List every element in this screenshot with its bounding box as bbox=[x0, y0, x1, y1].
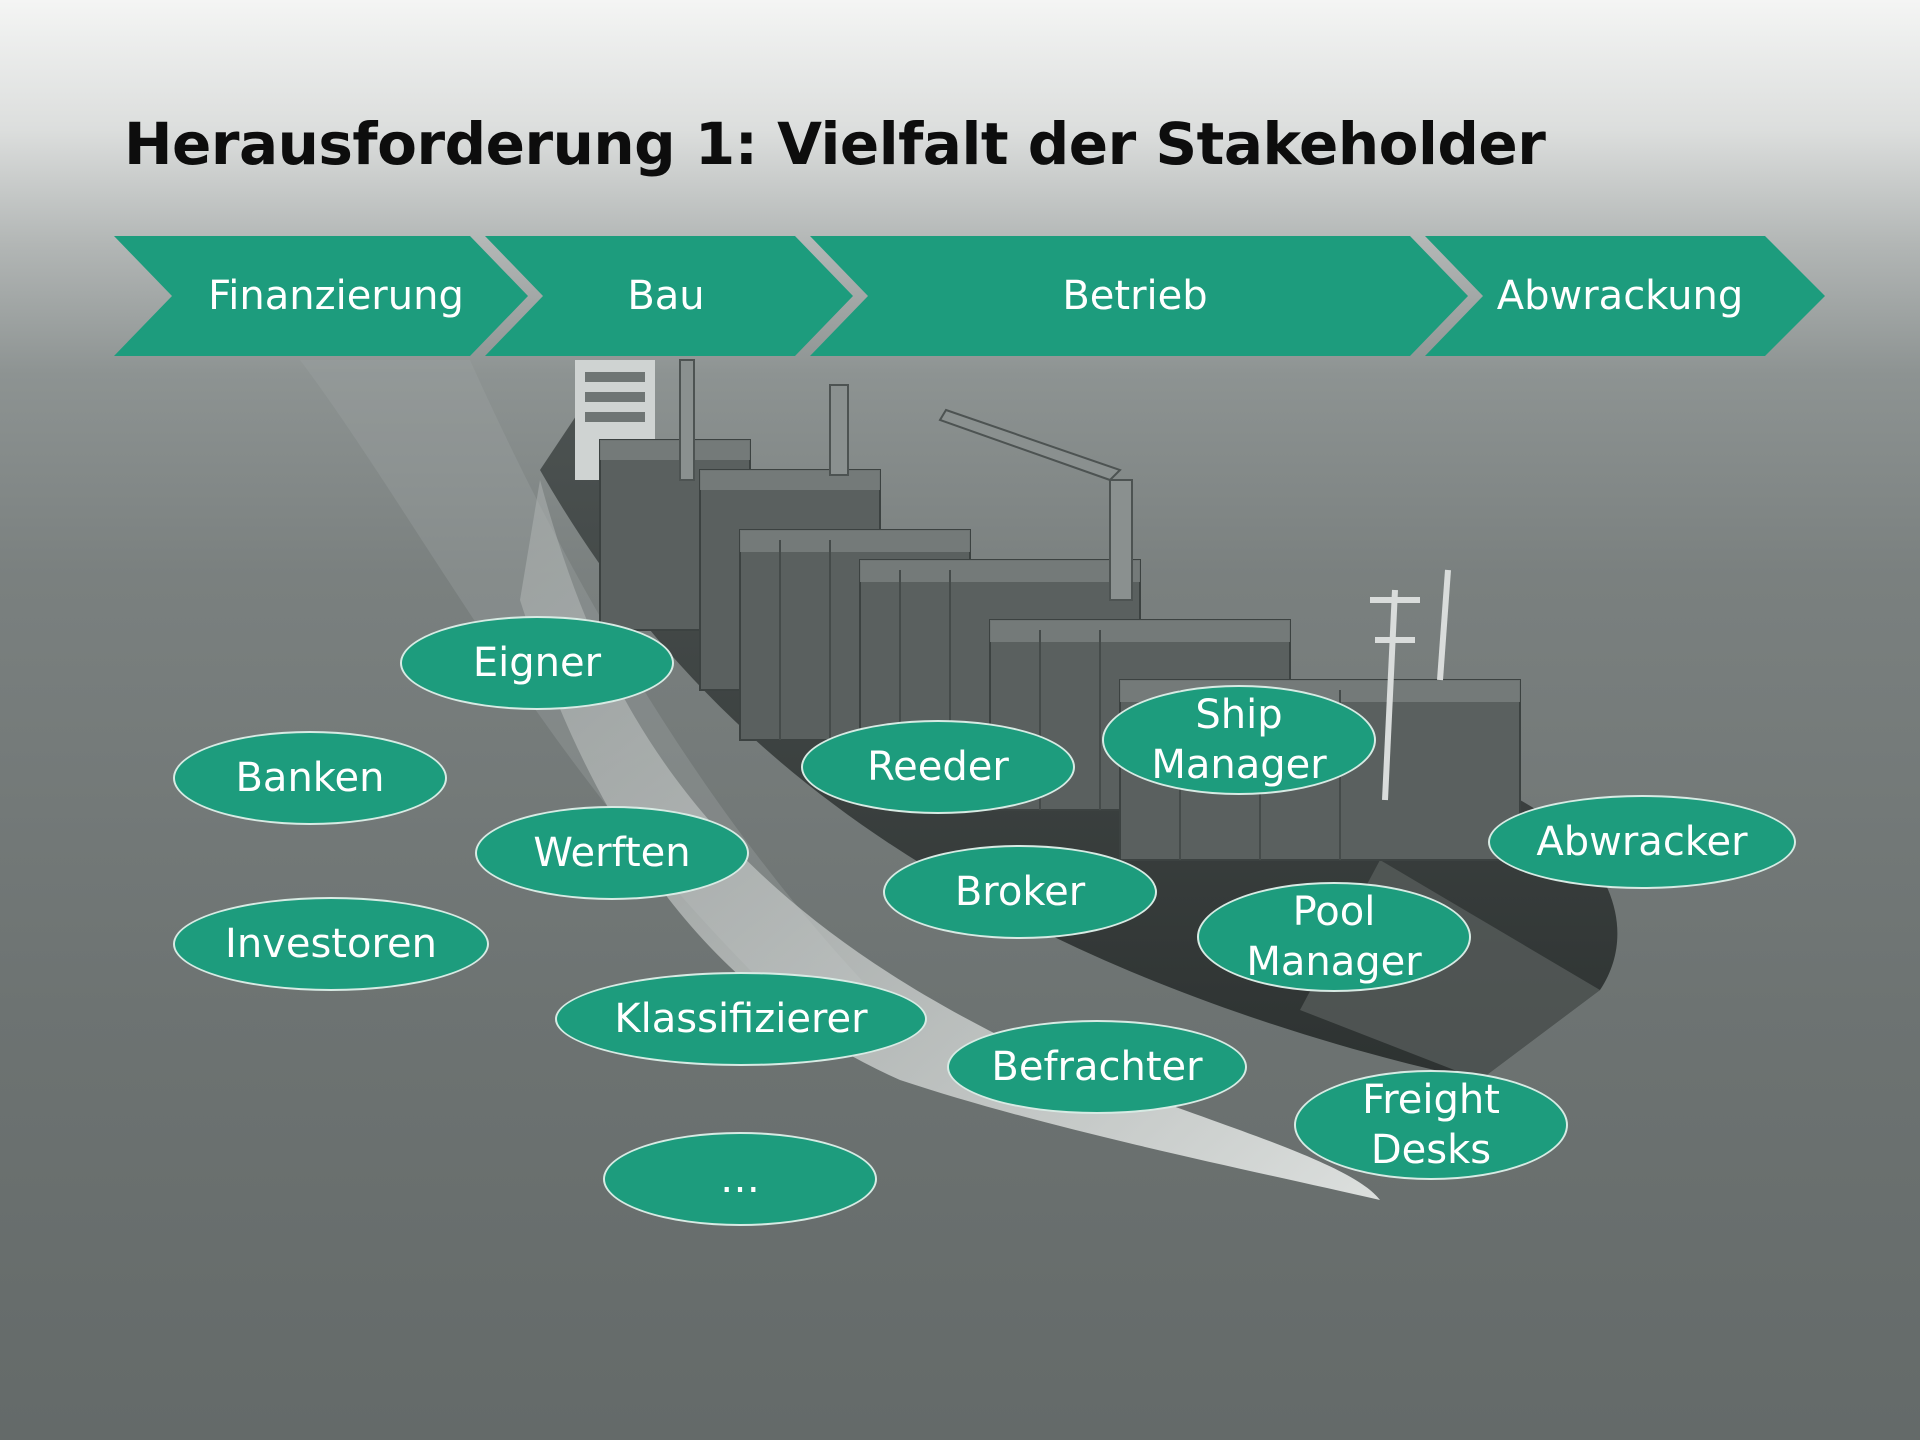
stakeholder-broker: Broker bbox=[883, 845, 1157, 939]
slide-title: Herausforderung 1: Vielfalt der Stakehol… bbox=[124, 110, 1546, 178]
phase-label-bau: Bau bbox=[627, 273, 705, 319]
stakeholder-freight-desks: Freight Desks bbox=[1294, 1070, 1568, 1180]
phase-label-betrieb: Betrieb bbox=[1062, 273, 1208, 319]
stakeholder-abwracker: Abwracker bbox=[1488, 795, 1796, 889]
stakeholder-investoren: Investoren bbox=[173, 897, 489, 991]
chevron-abwrackung bbox=[1425, 236, 1825, 356]
stakeholder-reeder: Reeder bbox=[801, 720, 1075, 814]
stakeholder-eigner: Eigner bbox=[400, 616, 674, 710]
chevron-betrieb bbox=[810, 236, 1468, 356]
stakeholder-werften: Werften bbox=[475, 806, 749, 900]
stakeholder-more: … bbox=[603, 1132, 877, 1226]
phase-label-abwrackung: Abwrackung bbox=[1496, 273, 1744, 319]
stakeholder-pool-manager: Pool Manager bbox=[1197, 882, 1471, 992]
phase-label-finanzierung: Finanzierung bbox=[208, 273, 464, 319]
stakeholder-ship-manager: Ship Manager bbox=[1102, 685, 1376, 795]
chevron-finanzierung bbox=[114, 236, 528, 356]
stakeholder-befrachter: Befrachter bbox=[947, 1020, 1247, 1114]
stakeholder-banken: Banken bbox=[173, 731, 447, 825]
chevron-bau bbox=[485, 236, 853, 356]
stakeholder-klassifizierer: Klassifizierer bbox=[555, 972, 927, 1066]
